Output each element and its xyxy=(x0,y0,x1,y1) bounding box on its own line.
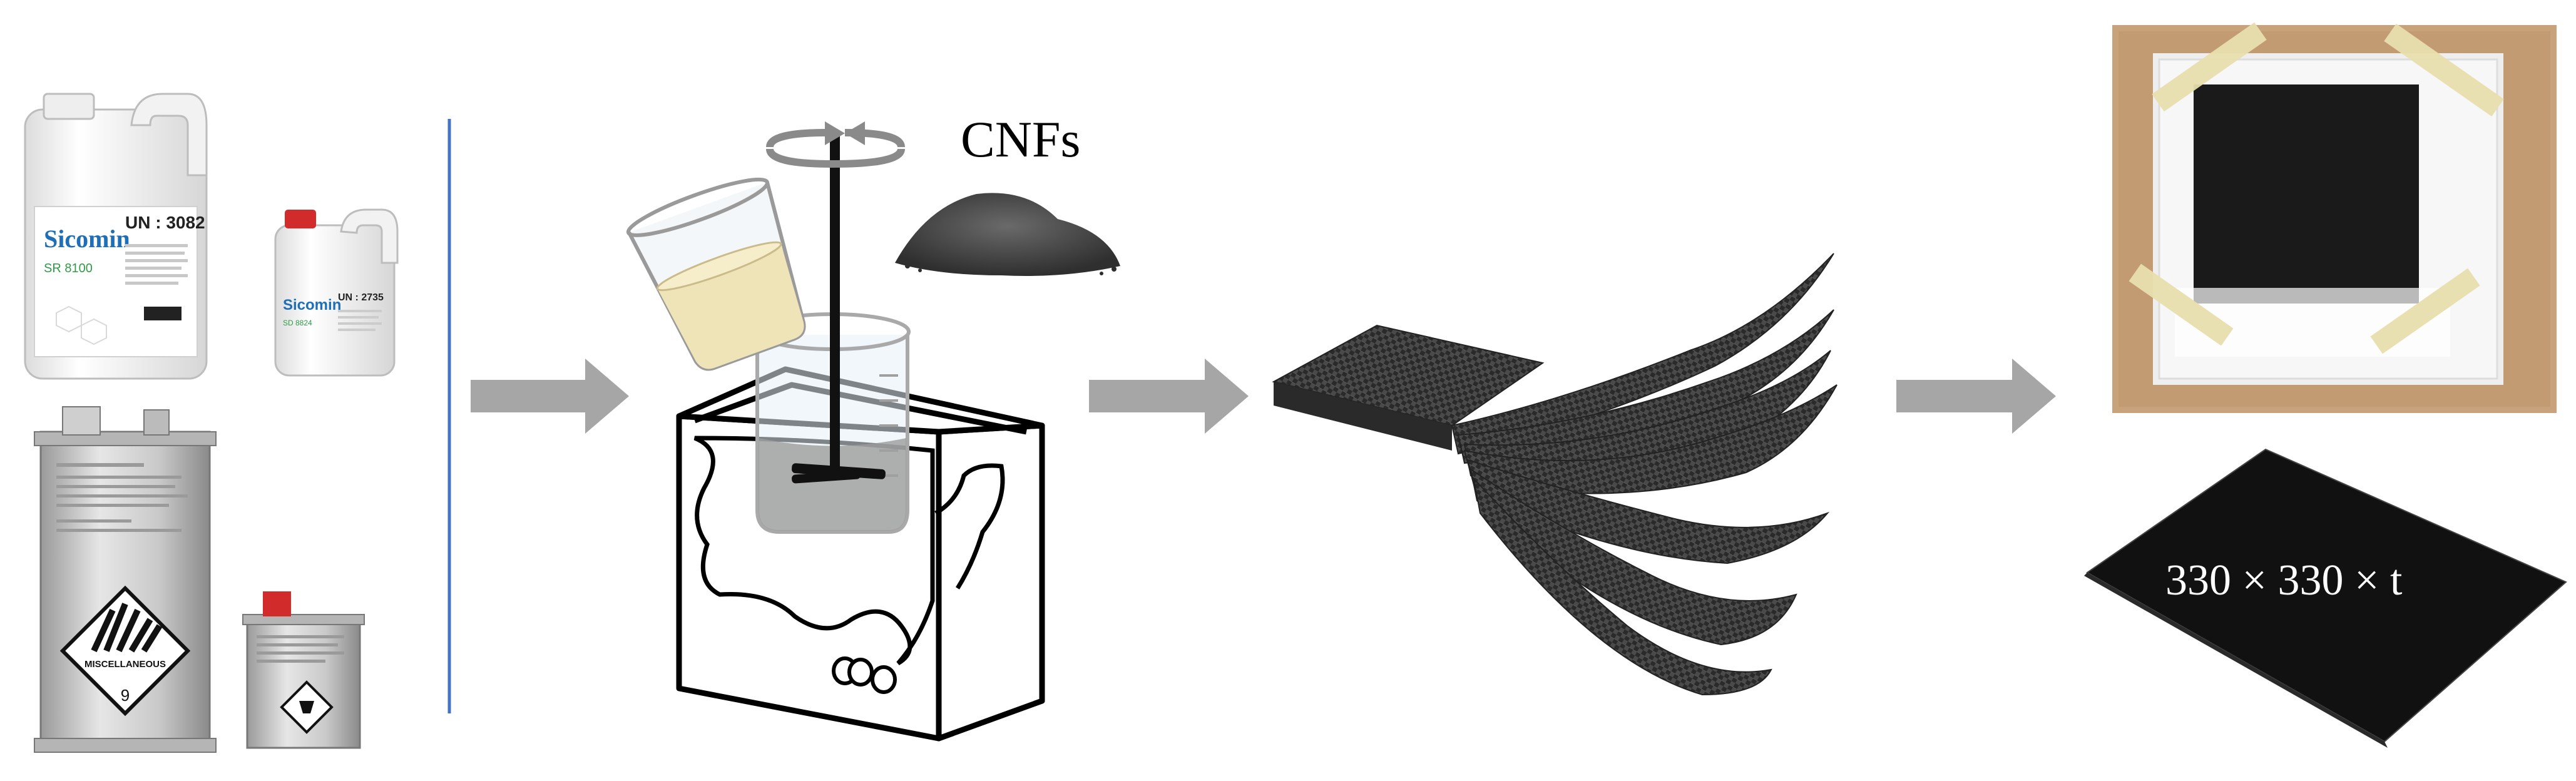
panel-dimensions-label: 330 × 330 × t xyxy=(2165,556,2403,605)
resin-products-group: Sicomin SR 8100 UN : 3082 Sicomin SD 882… xyxy=(24,93,399,753)
vacuum-mold-photo xyxy=(2112,22,2557,413)
metal-can-small xyxy=(242,591,365,749)
carbon-fabric-layup xyxy=(1272,253,1837,696)
small-jug-un: UN : 2735 xyxy=(338,292,384,303)
process-arrow-2 xyxy=(1089,359,1249,434)
bath-knobs xyxy=(832,656,897,694)
hazard-class: 9 xyxy=(121,686,130,705)
hardener-jug: Sicomin SD 8824 UN : 2735 xyxy=(274,208,399,377)
main-jug-un: UN : 3082 xyxy=(125,213,205,232)
small-jug-code: SD 8824 xyxy=(283,319,312,327)
mechanical-stirrer xyxy=(792,135,886,484)
fabric-ply-1 xyxy=(1451,253,1834,455)
fabric-ply-7 xyxy=(1473,476,1772,696)
main-jug-code: SR 8100 xyxy=(44,262,93,275)
epoxy-resin-jug: Sicomin SR 8100 UN : 3082 xyxy=(24,93,208,380)
process-arrow-1 xyxy=(471,359,629,434)
main-jug-brand: Sicomin xyxy=(44,225,130,253)
fabric-ply-4 xyxy=(1463,384,1837,494)
cured-panel: 330 × 330 × t xyxy=(2084,448,2567,748)
rotation-icon xyxy=(766,121,905,168)
pouring-beaker xyxy=(626,177,806,371)
small-jug-brand: Sicomin xyxy=(283,297,341,314)
fabric-ply-5 xyxy=(1466,459,1830,564)
dispersion-setup: CNFs xyxy=(626,111,1120,742)
process-arrow-3 xyxy=(1896,359,2056,434)
hazard-label: MISCELLANEOUS xyxy=(84,659,166,670)
cnf-powder xyxy=(895,193,1120,276)
cnf-label: CNFs xyxy=(961,111,1080,168)
metal-can-large: MISCELLANEOUS 9 xyxy=(34,406,217,753)
fabric-ply-6 xyxy=(1469,467,1797,646)
